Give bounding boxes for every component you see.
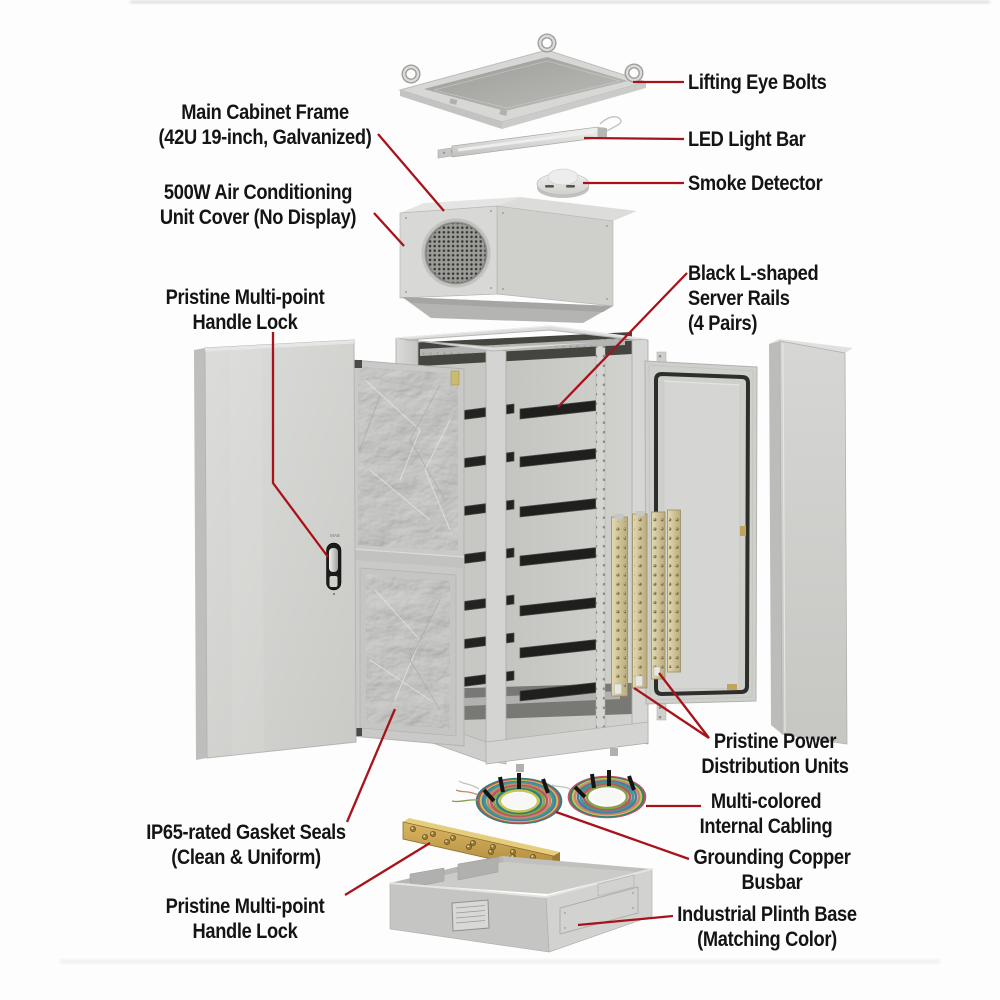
- label-led-light-bar: LED Light Bar: [688, 127, 806, 152]
- cable-tails: [451, 780, 480, 803]
- leader-server-rails: [557, 272, 688, 408]
- label-line: (Clean & Uniform): [171, 845, 321, 869]
- lifting-eye-bolt: [401, 64, 421, 84]
- plinth-base: [389, 856, 653, 953]
- handle-brand-text: MAB: [330, 533, 340, 538]
- label-line: Pristine Power: [713, 729, 837, 753]
- label-pdu: Pristine Power Distribution Units: [701, 729, 849, 779]
- leader-handle-lock-top: [271, 332, 329, 558]
- label-line: (4 Pairs): [688, 311, 758, 335]
- label-line: Busbar: [741, 870, 803, 894]
- zip-ties: [573, 770, 636, 799]
- label-lifting-eye-bolts: Lifting Eye Bolts: [688, 70, 827, 95]
- pdu-strip: [651, 511, 666, 680]
- led-light-bar: [437, 116, 622, 159]
- label-cabling: Multi-colored Internal Cabling: [700, 789, 833, 839]
- label-line: Handle Lock: [192, 919, 298, 943]
- cable-coil-left: [451, 773, 563, 825]
- label-line: Server Rails: [688, 286, 790, 310]
- leader-main-frame: [377, 133, 445, 212]
- label-line: IP65-rated Gasket Seals: [146, 820, 346, 844]
- label-gasket-seals: IP65-rated Gasket Seals (Clean & Uniform…: [146, 820, 346, 870]
- label-line: 500W Air Conditioning: [163, 180, 353, 204]
- label-line: Lifting Eye Bolts: [688, 70, 827, 94]
- front-door: [194, 339, 357, 760]
- nameplate: [451, 899, 490, 932]
- label-smoke-detector: Smoke Detector: [688, 171, 823, 196]
- label-line: Smoke Detector: [688, 171, 823, 195]
- label-line: Unit Cover (No Display): [159, 205, 357, 229]
- smoke-detector: [536, 168, 590, 198]
- lock-cam: [727, 684, 737, 690]
- pdu-strips: [611, 509, 681, 697]
- label-main-cabinet-frame: Main Cabinet Frame (42U 19-inch, Galvani…: [159, 100, 372, 150]
- label-server-rails: Black L-shaped Server Rails (4 Pairs): [688, 261, 819, 336]
- label-line: Grounding Copper: [693, 845, 851, 869]
- foil-creases: [369, 589, 441, 711]
- label-plinth: Industrial Plinth Base (Matching Color): [677, 902, 857, 952]
- leader-plinth: [577, 914, 674, 927]
- pdu-strip: [632, 511, 648, 689]
- pdu-strip: [611, 514, 628, 697]
- label-line: Distribution Units: [701, 754, 849, 778]
- leader-gasket-seals: [345, 708, 397, 823]
- bottom-edge-band: [60, 959, 940, 964]
- label-line: Handle Lock: [192, 310, 298, 334]
- top-edge-band: [130, 0, 990, 4]
- label-line: Internal Cabling: [699, 814, 833, 838]
- ac-vent-grille: [421, 218, 491, 288]
- label-line: Main Cabinet Frame: [181, 100, 349, 124]
- label-handle-lock-bottom: Pristine Multi-point Handle Lock: [166, 894, 325, 944]
- lock-cam: [740, 526, 746, 536]
- label-line: (Matching Color): [697, 927, 837, 951]
- side-panel: [769, 339, 853, 745]
- label-line: Industrial Plinth Base: [677, 902, 857, 926]
- leader-pdu-2: [658, 672, 710, 739]
- gasket-seal: [654, 372, 750, 696]
- leader-led-light-bar: [583, 136, 685, 141]
- lifting-eye-bolt: [624, 63, 644, 83]
- pdu-strip: [667, 509, 681, 673]
- label-line: (42U 19-inch, Galvanized): [158, 125, 372, 149]
- inner-foil-door: [351, 359, 465, 747]
- leader-lines: [271, 80, 710, 927]
- lifting-eye-bolt: [537, 33, 557, 53]
- leader-pdu-1: [633, 687, 710, 739]
- label-busbar: Grounding Copper Busbar: [694, 845, 851, 895]
- door-hinge: [450, 370, 460, 386]
- label-line: Multi-colored: [710, 789, 822, 813]
- label-line: Pristine Multi-point: [165, 894, 325, 918]
- roof-panel: [398, 33, 648, 129]
- leader-busbar: [555, 810, 690, 861]
- label-line: LED Light Bar: [688, 127, 806, 151]
- ac-unit-cover: [399, 197, 637, 323]
- label-line: Black L-shaped: [688, 261, 819, 285]
- label-ac-cover: 500W Air Conditioning Unit Cover (No Dis…: [159, 180, 357, 230]
- leader-ac-cover: [373, 212, 405, 247]
- leader-handle-lock-bottom: [344, 842, 431, 896]
- cable-coil-right: [551, 770, 647, 819]
- label-line: Pristine Multi-point: [165, 285, 325, 309]
- foil-creases: [359, 379, 451, 531]
- label-handle-lock-top: Pristine Multi-point Handle Lock: [166, 285, 325, 335]
- door-handle-lock: [326, 542, 342, 595]
- zip-ties: [482, 773, 550, 803]
